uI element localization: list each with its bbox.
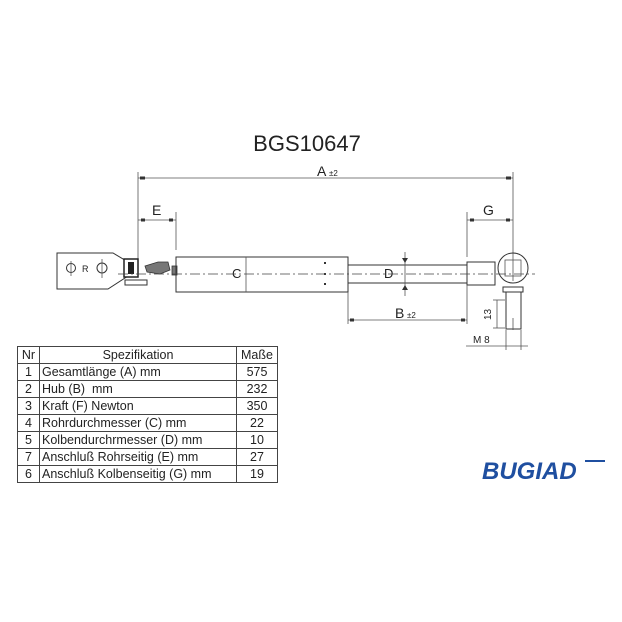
svg-text:A: A [317,163,327,179]
part-number-title: BGS10647 [253,131,361,156]
svg-text:E: E [152,202,161,218]
svg-text:±2: ±2 [407,311,416,320]
header-nr: Nr [17,346,40,364]
cell-spec: Anschluß Kolbenseitig (G) mm [39,465,237,483]
bugiad-logo: BUGIAD [482,458,577,485]
svg-text:B: B [395,305,404,321]
cell-spec: Anschluß Rohrseitig (E) mm [39,448,237,466]
dimension-g: G [467,202,513,222]
cell-spec: Kolbendurchrmesser (D) mm [39,431,237,449]
cell-nr: 3 [17,397,40,415]
cell-nr: 6 [17,465,40,483]
svg-text:±2: ±2 [329,169,338,178]
header-value: Maße [236,346,278,364]
cell-spec: Kraft (F) Newton [39,397,237,415]
cell-value: 232 [236,380,278,398]
cell-spec: Hub (B) mm [39,380,237,398]
cell-value: 27 [236,448,278,466]
cell-nr: 7 [17,448,40,466]
table-header-row: Nr Spezifikation Maße [17,346,278,364]
thread-length-label: 13 [483,308,494,320]
header-spec: Spezifikation [39,346,237,364]
cell-nr: 4 [17,414,40,432]
cell-spec: Rohrdurchmesser (C) mm [39,414,237,432]
cell-nr: 5 [17,431,40,449]
cell-value: 575 [236,363,278,381]
cell-spec: Gesamtlänge (A) mm [39,363,237,381]
cell-value: 350 [236,397,278,415]
rod-end-eye: 13 M 8 [466,252,529,350]
dimension-b: B ±2 [347,285,468,324]
cell-value: 10 [236,431,278,449]
svg-text:C: C [232,266,241,281]
cell-nr: 2 [17,380,40,398]
tube-side-bracket: R [56,252,178,290]
cell-value: 19 [236,465,278,483]
cylinder-tube: C [175,256,349,293]
svg-text:D: D [384,266,393,281]
thread-size-label: M 8 [473,335,490,346]
svg-text:R: R [82,264,89,274]
logo-accent-bar [585,460,605,462]
cell-value: 22 [236,414,278,432]
cell-nr: 1 [17,363,40,381]
dimension-e: E [138,202,176,222]
svg-text:G: G [483,202,494,218]
dimension-a: A ±2 [138,163,513,180]
